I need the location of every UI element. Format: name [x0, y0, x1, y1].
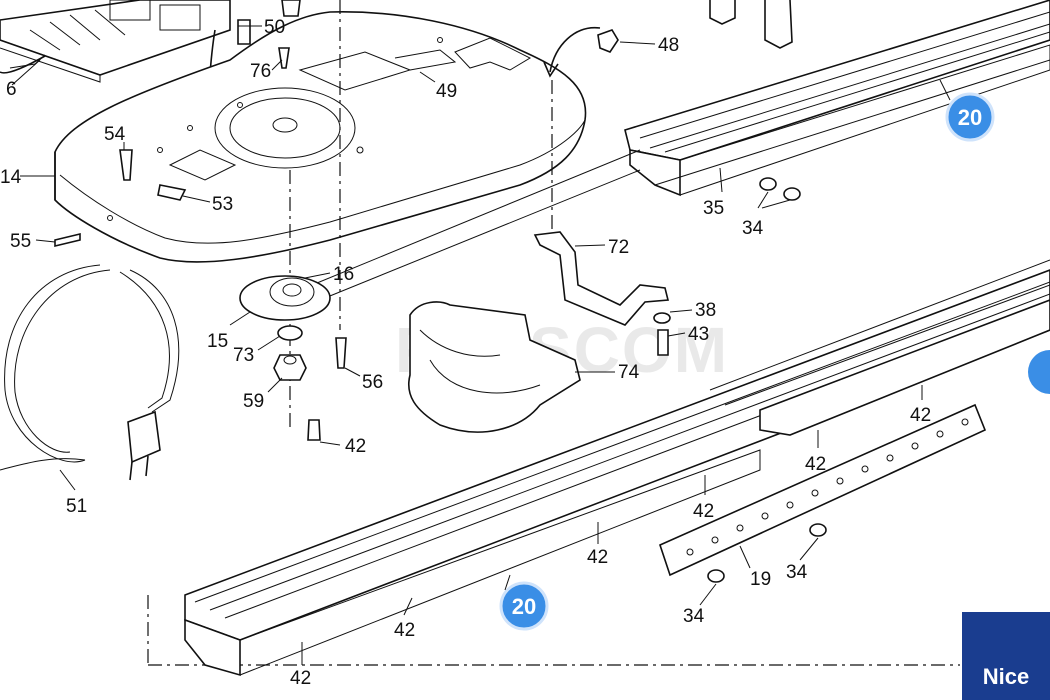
part-label-14: 14: [0, 167, 22, 188]
brand-logo: Nice: [962, 612, 1050, 700]
screw-43: [657, 329, 669, 356]
lower-rail: [184, 259, 1050, 677]
leader-lines: [11, 25, 923, 665]
part-label-76: 76: [250, 61, 271, 82]
screw-55: [54, 232, 81, 248]
screw-56: [335, 337, 347, 369]
splice-plate-19: [659, 403, 987, 577]
upper-rail: [624, 0, 1050, 197]
callout-badge-partial: [1028, 350, 1050, 394]
part-label-42-sprocket: 42: [345, 436, 366, 457]
part-label-38: 38: [695, 300, 716, 321]
chain-lower: [319, 169, 641, 301]
nut-34-lower-a: [707, 569, 725, 583]
part-label-42-e: 42: [394, 620, 415, 641]
part-label-42-b: 42: [805, 454, 826, 475]
part-label-42-f: 42: [290, 668, 311, 689]
part-label-49: 49: [436, 81, 457, 102]
part-label-42-a: 42: [910, 405, 931, 426]
power-cord-51: [0, 264, 180, 481]
part-label-42-c: 42: [693, 501, 714, 522]
trolley-bracket-72: [533, 231, 670, 326]
bracket-top-right: [764, 0, 793, 49]
nut-34-lower-b: [809, 523, 827, 537]
part-label-56: 56: [362, 372, 383, 393]
part-label-55: 55: [10, 231, 31, 252]
part-label-35: 35: [703, 198, 724, 219]
part-label-43: 43: [688, 324, 709, 345]
nut-34-upper-a: [759, 177, 777, 191]
clip-48: [597, 29, 619, 53]
svg-text:20: 20: [958, 105, 982, 130]
part-label-34-upper: 34: [742, 218, 764, 239]
pin-54: [119, 149, 133, 181]
part-label-16: 16: [333, 264, 354, 285]
nut-34-upper-b: [783, 187, 801, 201]
part-label-72: 72: [608, 237, 629, 258]
insertion-arrowhead: [543, 61, 559, 78]
connector-50: [237, 19, 251, 45]
part-label-6: 6: [6, 79, 17, 100]
switch-53: [157, 184, 187, 201]
part-label-34-lower-right: 34: [786, 562, 808, 583]
badge-circle: [945, 92, 995, 142]
part-label-48: 48: [658, 35, 679, 56]
insertion-arrow: [549, 27, 601, 73]
cable-board: [0, 55, 46, 74]
part-label-50: 50: [264, 17, 285, 38]
sprocket-assembly: [239, 275, 331, 381]
part-label-53: 53: [212, 194, 233, 215]
part-label-19: 19: [750, 569, 771, 590]
part-label-34-lower-left: 34: [683, 606, 705, 627]
part-label-42-d: 42: [587, 547, 608, 568]
control-board: [0, 0, 231, 83]
chain-upper: [299, 149, 641, 291]
screw-42: [307, 419, 321, 441]
knob-50: [281, 0, 301, 17]
svg-text:20: 20: [512, 594, 536, 619]
callout-badge-20-upper: 20: [945, 92, 995, 142]
part-label-73: 73: [233, 345, 254, 366]
part-label-15: 15: [207, 331, 228, 352]
washer-38: [653, 312, 671, 324]
chain-guard-74: [408, 301, 581, 433]
part-label-54: 54: [104, 124, 126, 145]
part-label-74: 74: [618, 362, 640, 383]
badge-circle: [499, 581, 549, 631]
callout-badge-20-lower: 20: [499, 581, 549, 631]
part-label-51: 51: [66, 496, 87, 517]
part-label-59: 59: [243, 391, 264, 412]
badge-leader-lower: [504, 574, 511, 591]
badge-leader-upper: [939, 79, 951, 101]
bracket-top-left: [709, 0, 736, 25]
